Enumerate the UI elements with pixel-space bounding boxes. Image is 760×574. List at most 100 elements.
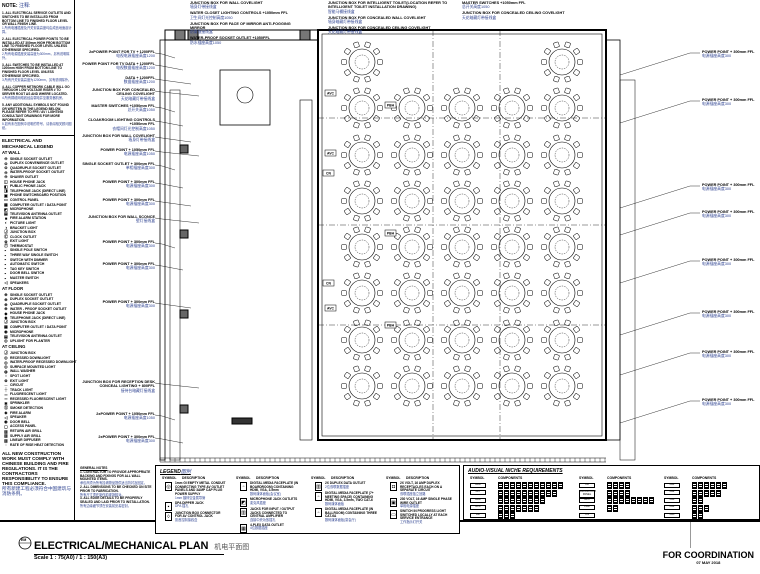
leader-line <box>154 382 200 389</box>
chair <box>464 319 471 327</box>
chair <box>403 214 410 222</box>
annotation-text-cn: 电源插座高度300 <box>702 262 732 267</box>
chair <box>403 365 410 373</box>
annotation-text-cn: 单相插座高度300 <box>125 166 155 171</box>
legend-label: SPEAKER <box>10 415 27 420</box>
legend-entry-text-cn: 数码媒体面板(宴会厅) <box>325 517 356 522</box>
legend-item: ⊕DUPLEX SOCKET OUTLET <box>2 297 72 302</box>
chair <box>344 208 351 215</box>
chair <box>573 254 580 261</box>
banquet-table <box>391 226 433 268</box>
annotation-text-cn: 总开关高度1050 <box>127 108 155 113</box>
legend-entry-text: SWITCH IN PROGRESS LIGHT SWITCHED LOCALL… <box>400 508 448 521</box>
legend-symbol-icon: ◆ <box>4 310 8 316</box>
banquet-table <box>441 319 483 361</box>
legend-symbol-icon: ✱ <box>4 400 8 406</box>
chair <box>353 75 360 83</box>
legend-label: QUADRUPLE SOCKET OUTLET <box>10 165 62 170</box>
chair <box>473 347 480 354</box>
chair <box>453 87 460 95</box>
chair <box>541 290 547 296</box>
av-component-icon <box>510 489 515 497</box>
legend-item: ○SPOT LIGHT <box>2 373 72 378</box>
chair <box>573 372 580 379</box>
legend-symbol-icon: ◐ <box>4 220 8 226</box>
chair <box>344 233 351 240</box>
chair <box>494 347 501 354</box>
legend-item: ◎SURFACE MOUNTED LIGHT <box>2 364 72 369</box>
legend-item: ◑BRACKET LIGHT <box>2 225 72 230</box>
chair <box>473 94 480 101</box>
chair <box>577 244 583 250</box>
legend-symbol-icon: ◍ <box>4 368 8 374</box>
av-niche-symbol: PBD <box>579 505 595 511</box>
compliance-note-cn: 所有新建工程必须符合中国建筑与消防条例。 <box>2 486 71 497</box>
chair <box>423 94 430 101</box>
av-component-icon <box>698 482 703 489</box>
av-component-icon <box>510 482 515 489</box>
av-component-icon <box>552 482 557 489</box>
chair <box>373 347 380 354</box>
legend-symbol-icon: ⊖ <box>4 169 8 175</box>
av-component-icon <box>607 482 612 489</box>
banquet-table <box>441 180 483 222</box>
legend-entry-text-cn: 连接中央功放插孔 <box>250 517 276 522</box>
legend-label: TELEPHONE JACK (DIRECT LINE) <box>10 315 66 320</box>
legend-symbol-icon: ◘ <box>390 482 397 491</box>
av-component-icon <box>692 489 697 497</box>
note-text-cn: 5.如有未在图例中说明的符号，请参阅相关顾问图纸。 <box>2 121 72 130</box>
chair <box>414 306 421 314</box>
legend-label: PHONE SWITCHBOARD POSITION <box>10 193 66 198</box>
banquet-table <box>491 226 533 268</box>
leader-line <box>619 185 700 209</box>
round-table-small <box>236 86 254 104</box>
banquet-table <box>341 319 383 361</box>
chair <box>544 347 551 354</box>
legend-label: SWITCH WITH DIMMER <box>10 257 48 262</box>
note-text-cn: 1.所有电器插座及开关安装高度均由成品地面起计算。 <box>2 26 72 34</box>
plan-tag-text: CN <box>326 282 331 286</box>
av-components <box>607 482 630 489</box>
chair <box>564 353 571 361</box>
plan-tag-text: AVC <box>327 92 334 96</box>
legend-item: ◫HOUSE PHONE JACK <box>2 179 72 184</box>
legend-symbol-icon: ▥ <box>240 507 247 517</box>
av-component-icon <box>692 482 697 489</box>
annotation-text: POWER POINT + 300mm FFL <box>102 300 155 304</box>
col-symbol-header: SYMBOL <box>470 476 485 480</box>
legend-item: ■FIRE ALARM STATION <box>2 216 72 221</box>
av-niche-symbol: FB5 <box>664 512 680 518</box>
banquet-table <box>441 87 483 129</box>
legend-label: PICTURE LIGHT <box>10 220 36 225</box>
annotation-text-cn: 电源插座高度300 <box>125 202 155 207</box>
legend-symbol-icon: ▫ <box>315 507 322 517</box>
chair <box>373 326 380 333</box>
legend-symbol-icon: ⊜ <box>4 165 8 171</box>
chair <box>444 254 451 261</box>
chair <box>573 162 580 169</box>
legend-label: SUPPLY AIR GRILL <box>10 433 41 438</box>
leader-line <box>154 136 192 143</box>
legend-entry-text-cn: 1mm 镀锌空金属导管 <box>175 495 206 500</box>
chair <box>344 372 351 379</box>
chair <box>473 115 480 122</box>
legend-label: JUNCTION BOX <box>10 320 36 325</box>
legend-entry-text-cn: 4位数据插座 <box>250 526 268 531</box>
chair <box>573 141 580 148</box>
legend-symbol-icon: ◑ <box>4 225 8 231</box>
chair <box>441 152 447 158</box>
av-component-icon <box>510 504 515 512</box>
chair <box>364 226 371 234</box>
annotation-text-cn: 电源插座高度300 <box>702 54 732 59</box>
chair <box>541 198 547 204</box>
col-symbol-header: SYMBOL <box>579 476 594 480</box>
chair <box>553 319 560 327</box>
legend-label: DOOR BELL SWITCH <box>10 271 45 276</box>
chair <box>514 353 521 361</box>
